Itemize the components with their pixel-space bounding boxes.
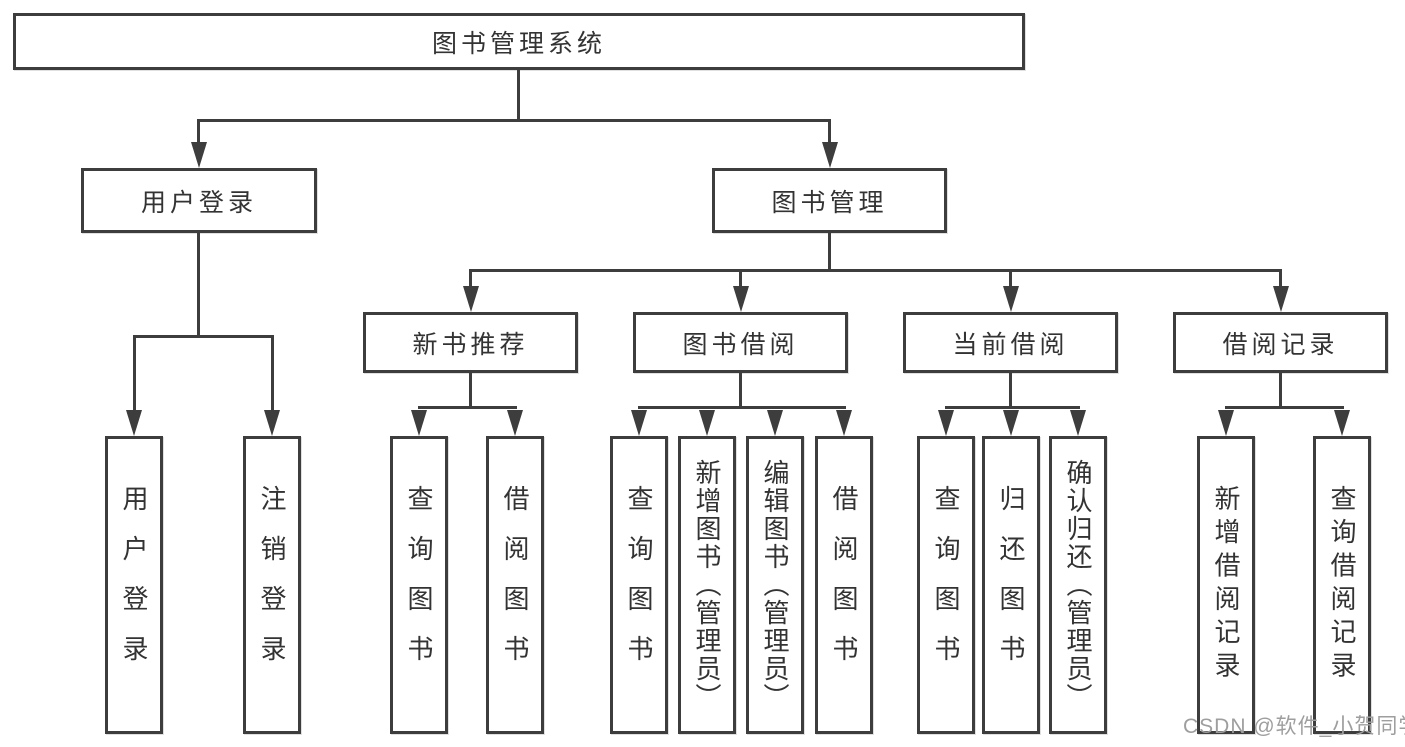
node-book-borrow: 图书借阅 <box>633 312 848 373</box>
node-label: 确认归还（管理员） <box>1063 459 1093 711</box>
connector-g1-stem <box>469 373 472 408</box>
node-label: 图书管理系统 <box>431 29 606 58</box>
arrowhead-login-child-2 <box>264 410 280 436</box>
node-label: 图书管理 <box>771 188 888 217</box>
node-label: 借阅图书 <box>500 485 530 685</box>
leaf-add-books-admin: 新增图书（管理员） <box>678 436 736 734</box>
arrowhead-g4-c2 <box>1334 410 1350 436</box>
leaf-borrow-query-books: 查询图书 <box>610 436 668 734</box>
connector-g2-stem <box>739 373 742 408</box>
node-label: 查询图书 <box>624 485 654 685</box>
connector-root-stem <box>517 70 520 120</box>
leaf-borrow-books: 借阅图书 <box>815 436 873 734</box>
arrowhead-current-borrow <box>1003 286 1019 312</box>
node-label: 新书推荐 <box>412 330 529 359</box>
node-label: 借阅图书 <box>829 485 859 685</box>
node-label: 用户登录 <box>140 188 257 217</box>
node-label: 查询图书 <box>931 485 961 685</box>
arrowhead-login-child-1 <box>126 410 142 436</box>
arrowhead-g3-c2 <box>1003 410 1019 436</box>
node-label: 查询借阅记录 <box>1327 485 1357 685</box>
connector-mgmt-hline <box>469 269 1282 272</box>
leaf-recommend-borrow-books: 借阅图书 <box>486 436 544 734</box>
node-label: 注销登录 <box>257 485 287 685</box>
leaf-add-borrow-record: 新增借阅记录 <box>1197 436 1255 734</box>
leaf-edit-books-admin: 编辑图书（管理员） <box>746 436 804 734</box>
leaf-return-books: 归还图书 <box>982 436 1040 734</box>
connector-stem-book-borrow <box>739 272 742 288</box>
arrowhead-g3-c1 <box>938 410 954 436</box>
node-user-login: 用户登录 <box>81 168 317 233</box>
connector-g4-stem <box>1279 373 1282 408</box>
arrowhead-book-borrow <box>733 286 749 312</box>
connector-stem-login-child-2 <box>271 337 274 410</box>
connector-g3-hline <box>945 406 1080 409</box>
connector-mgmt-stem <box>828 233 831 270</box>
node-label: 新增图书（管理员） <box>692 459 722 711</box>
node-borrow-records: 借阅记录 <box>1173 312 1388 373</box>
node-new-book-recommend: 新书推荐 <box>363 312 578 373</box>
node-label: 查询图书 <box>404 485 434 685</box>
connector-stem-current-borrow <box>1009 272 1012 288</box>
connector-g4-hline <box>1225 406 1344 409</box>
node-system-root: 图书管理系统 <box>13 13 1025 70</box>
connector-g1-hline <box>418 406 517 409</box>
arrowhead-new-book <box>463 286 479 312</box>
arrowhead-user-login <box>191 142 207 168</box>
arrowhead-g1-c2 <box>507 410 523 436</box>
connector-g2-hline <box>638 406 846 409</box>
connector-login-hline <box>133 335 274 338</box>
connector-g3-stem <box>1009 373 1012 408</box>
arrowhead-g3-c3 <box>1070 410 1086 436</box>
arrowhead-borrow-records <box>1273 286 1289 312</box>
leaf-current-query-books: 查询图书 <box>917 436 975 734</box>
connector-stem-login-child-1 <box>133 337 136 410</box>
connector-stem-borrow-records <box>1279 272 1282 288</box>
leaf-query-borrow-record: 查询借阅记录 <box>1313 436 1371 734</box>
arrowhead-g2-c3 <box>767 410 783 436</box>
arrowhead-g2-c1 <box>631 410 647 436</box>
arrowhead-g1-c1 <box>411 410 427 436</box>
connector-login-stem <box>197 233 200 336</box>
node-label: 编辑图书（管理员） <box>760 459 790 711</box>
node-label: 用户登录 <box>119 485 149 685</box>
node-label: 当前借阅 <box>952 330 1069 359</box>
leaf-user-login: 用户登录 <box>105 436 163 734</box>
arrowhead-g2-c2 <box>699 410 715 436</box>
leaf-confirm-return-admin: 确认归还（管理员） <box>1049 436 1107 734</box>
node-label: 归还图书 <box>996 485 1026 685</box>
csdn-watermark: CSDN @软件_小贺同学 <box>1183 715 1405 738</box>
leaf-logout: 注销登录 <box>243 436 301 734</box>
arrowhead-book-management <box>822 142 838 168</box>
leaf-recommend-query-books: 查询图书 <box>390 436 448 734</box>
arrowhead-g4-c1 <box>1218 410 1234 436</box>
connector-root-hline <box>197 119 831 122</box>
node-label: 新增借阅记录 <box>1211 485 1241 685</box>
node-label: 图书借阅 <box>682 330 799 359</box>
connector-stem-user-login <box>197 121 200 144</box>
connector-stem-new-book <box>469 272 472 288</box>
arrowhead-g2-c4 <box>836 410 852 436</box>
node-book-management: 图书管理 <box>712 168 947 233</box>
node-current-borrow: 当前借阅 <box>903 312 1118 373</box>
node-label: 借阅记录 <box>1222 330 1339 359</box>
connector-stem-book-management <box>828 121 831 144</box>
